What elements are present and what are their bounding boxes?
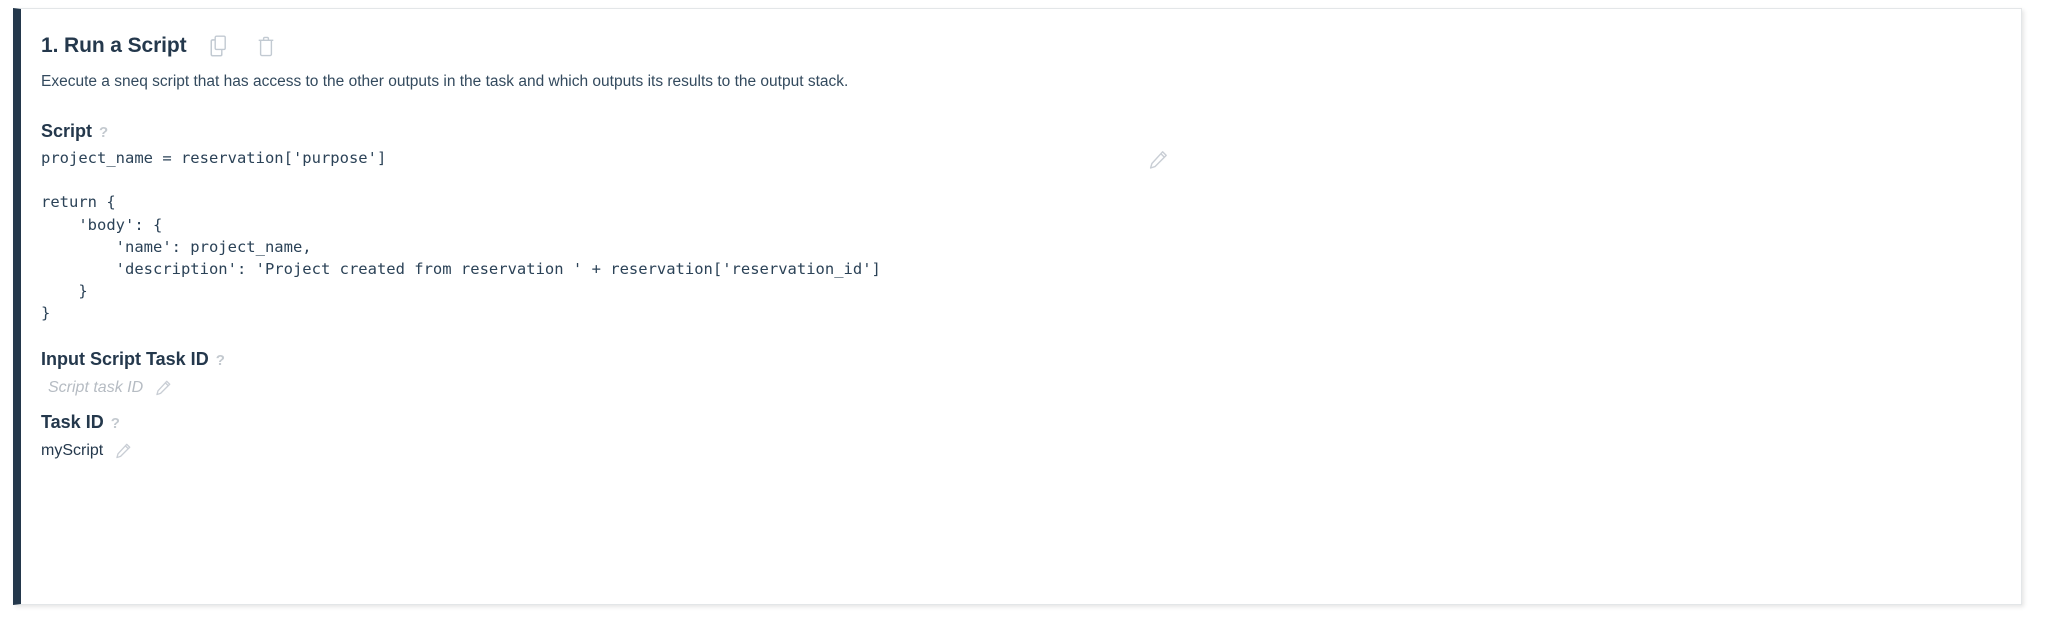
run-a-script-task-card: 1. Run a Script: [13, 8, 2022, 605]
task-card-body: 1. Run a Script: [21, 9, 2021, 463]
script-help-icon[interactable]: ?: [99, 124, 109, 141]
task-header: 1. Run a Script: [41, 31, 1991, 61]
task-id-field: Task ID ? myScript: [41, 410, 1991, 463]
script-label: Script: [41, 121, 93, 141]
task-description: Execute a sneq script that has access to…: [41, 73, 849, 90]
page-title: 1. Run a Script: [41, 34, 187, 57]
pencil-icon[interactable]: [153, 378, 172, 397]
task-id-label: Task ID: [41, 411, 104, 432]
input-script-task-id-input[interactable]: Script task ID: [48, 378, 144, 396]
trash-icon[interactable]: [253, 33, 279, 59]
script-label-row: Script ?: [41, 119, 1991, 145]
input-script-task-id-label: Input Script Task ID: [41, 348, 209, 369]
input-script-task-id-help-icon[interactable]: ?: [215, 351, 225, 369]
pencil-icon[interactable]: [1147, 149, 1169, 171]
task-id-label-row: Task ID ?: [41, 410, 1991, 436]
task-id-value-row[interactable]: myScript: [41, 439, 1991, 463]
task-id-help-icon[interactable]: ?: [110, 414, 120, 432]
copy-icon[interactable]: [207, 33, 233, 59]
script-field: Script ? project_name = reservation['pur…: [41, 119, 1991, 325]
input-script-task-id-field: Input Script Task ID ? Script task ID: [41, 347, 1991, 400]
script-code-area[interactable]: project_name = reservation['purpose'] re…: [41, 147, 1991, 325]
script-code[interactable]: project_name = reservation['purpose'] re…: [41, 149, 881, 323]
pencil-icon[interactable]: [113, 441, 132, 460]
task-id-input[interactable]: myScript: [41, 441, 104, 459]
input-script-task-id-value-row[interactable]: Script task ID: [41, 376, 1991, 400]
input-script-task-id-label-row: Input Script Task ID ?: [41, 347, 1991, 373]
